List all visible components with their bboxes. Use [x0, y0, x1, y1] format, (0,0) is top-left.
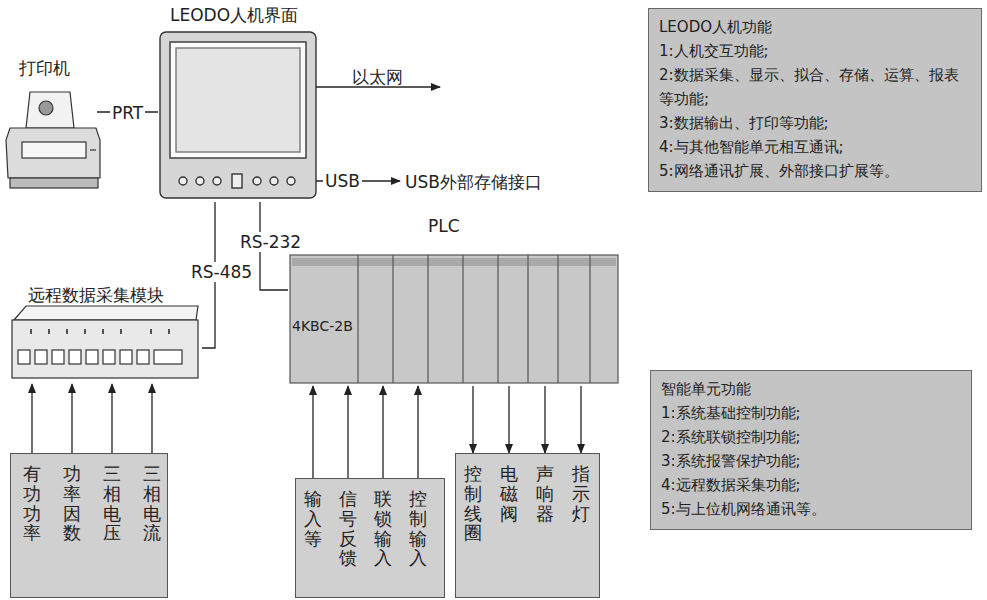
- remote-io-module: 远程数据采集模块: [8, 284, 202, 384]
- annotation-label: USB: [323, 171, 362, 191]
- vertical-label: 有功功率: [23, 464, 41, 543]
- vertical-label: 功率因数: [63, 464, 81, 543]
- part-label: 打印机: [19, 57, 70, 80]
- list-item: 5:与上位机网络通讯等。: [661, 497, 961, 521]
- function-list-box: 智能单元功能1:系统基础控制功能;2:系统联锁控制功能;3:系统报警保护功能;4…: [650, 370, 972, 530]
- list-heading: 智能单元功能: [661, 377, 961, 401]
- list-item: 4:与其他智能单元相互通讯;: [659, 135, 971, 159]
- annotation-label: USB外部存储接口: [405, 171, 542, 194]
- monitor-picture: [160, 32, 316, 198]
- list-heading: LEODO人机功能: [659, 15, 971, 39]
- list-item: 2:数据采集、显示、拟合、存储、运算、报表等功能;: [659, 63, 971, 111]
- printer-picture: [6, 92, 100, 188]
- part-label: PLC: [428, 216, 460, 236]
- module-picture: [12, 306, 198, 378]
- plc-rack: PLC 4KBC-2B: [288, 216, 620, 386]
- vertical-label: 三相电流: [143, 464, 161, 543]
- connector-label: PRT: [110, 103, 145, 123]
- function-list-box: LEODO人机功能1:人机交互功能;2:数据采集、显示、拟合、存储、运算、报表等…: [648, 8, 982, 192]
- vertical-label: 电磁阀: [500, 464, 518, 523]
- connector-label: RS-232: [238, 232, 303, 252]
- printer: 打印机: [5, 55, 97, 192]
- connector: [71, 384, 72, 453]
- list-item: 1:系统基础控制功能;: [661, 401, 961, 425]
- connector-label: RS-485: [189, 262, 254, 282]
- connector: [31, 384, 32, 453]
- list-item: 4:远程数据采集功能;: [661, 473, 961, 497]
- connector: [347, 386, 348, 478]
- list-item: 3:系统报警保护功能;: [661, 449, 961, 473]
- vertical-label: 声响器: [536, 464, 554, 523]
- plc-rack-picture: [290, 255, 618, 383]
- connector: [417, 386, 418, 478]
- vertical-label: 信号反馈: [339, 489, 357, 568]
- signal-input-box: 输入等信号反馈联锁输入控制输入: [295, 478, 445, 598]
- vertical-label: 控制输入: [409, 489, 427, 568]
- list-item: 2:系统联锁控制功能;: [661, 425, 961, 449]
- part-label: 4KBC-2B: [292, 318, 353, 334]
- connector: [382, 386, 383, 478]
- list-item: 3:数据输出、打印等功能;: [659, 111, 971, 135]
- list-item: 1:人机交互功能;: [659, 39, 971, 63]
- vertical-label: 输入等: [304, 489, 322, 548]
- vertical-label: 三相电压: [103, 464, 121, 543]
- connector: [472, 386, 473, 453]
- connector: [111, 384, 112, 453]
- vertical-label: 指示灯: [572, 464, 590, 523]
- hmi-monitor: LEODO人机界面: [158, 4, 320, 202]
- connector: [508, 386, 509, 453]
- part-label: LEODO人机界面: [170, 4, 298, 27]
- list-item: 5:网络通讯扩展、外部接口扩展等。: [659, 159, 971, 183]
- output-device-box: 控制线圈电磁阀声响器指示灯: [455, 453, 600, 598]
- connector: [151, 384, 152, 453]
- vertical-label: 控制线圈: [464, 464, 482, 543]
- connector: [312, 386, 313, 478]
- connector: [544, 386, 545, 453]
- signal-input-box: 有功功率 功率因数 三相电压 三相电流: [10, 453, 168, 598]
- annotation-label: 以太网: [352, 66, 403, 89]
- network-arrows: [316, 87, 440, 181]
- connector: [580, 386, 581, 453]
- part-label: 远程数据采集模块: [28, 284, 164, 307]
- vertical-label: 联锁输入: [374, 489, 392, 568]
